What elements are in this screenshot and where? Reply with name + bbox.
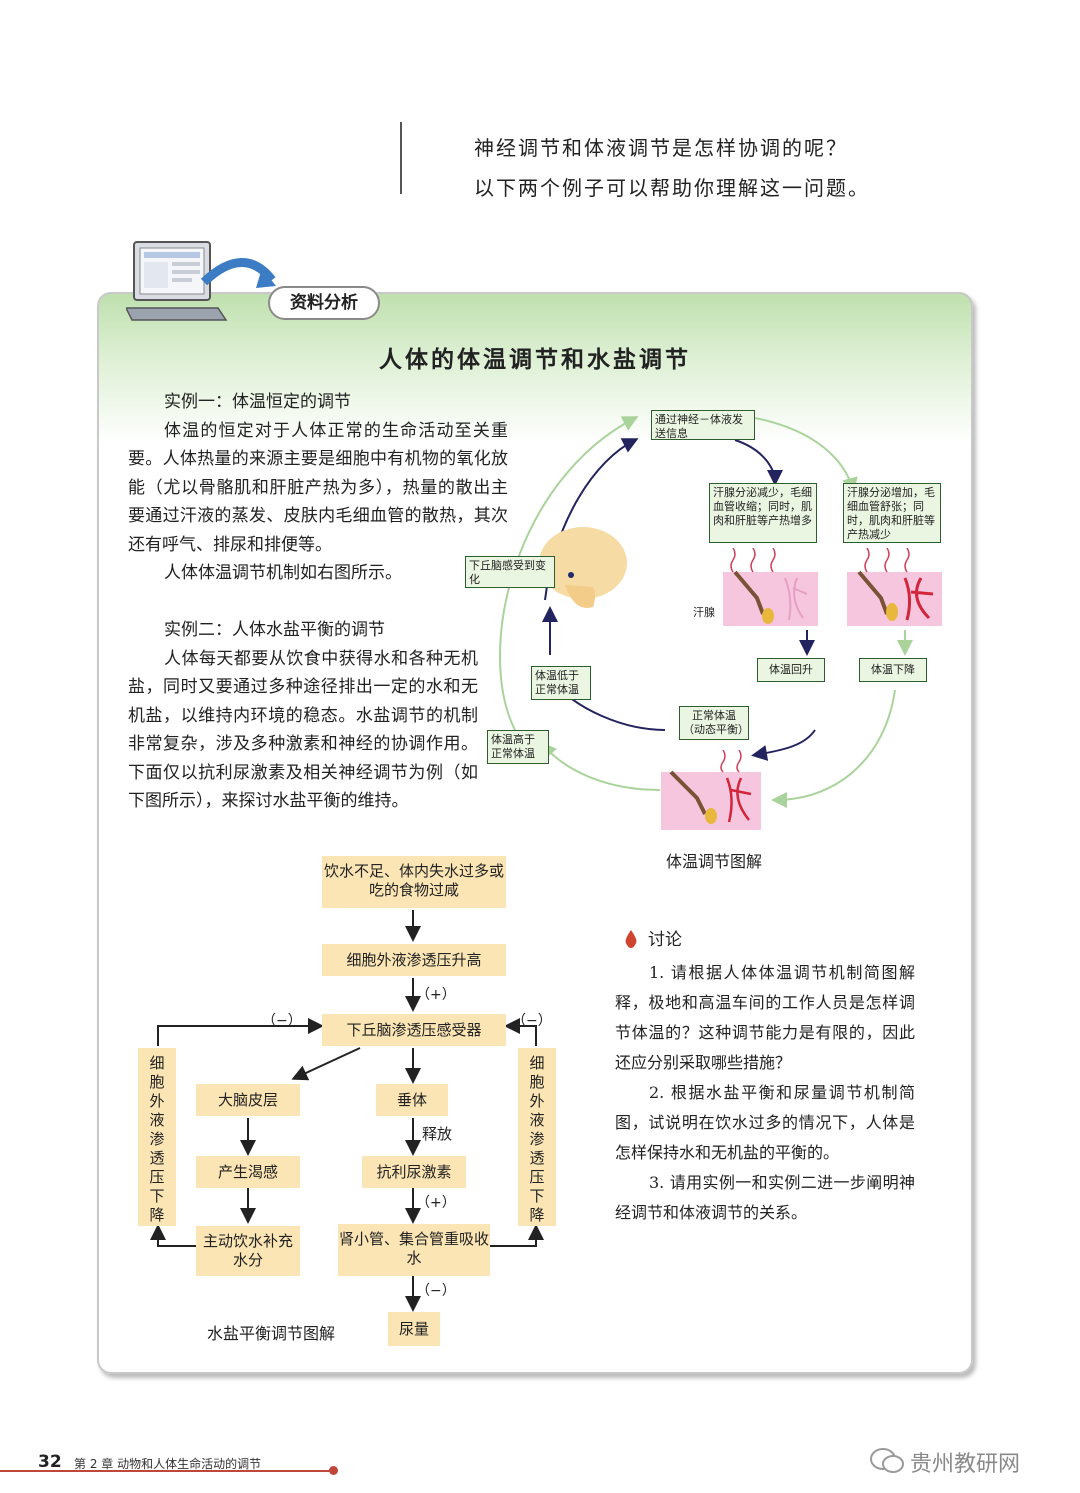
box-cerebral-cortex: 大脑皮层	[196, 1084, 300, 1116]
discussion-question-1: 1. 请根据人体体温调节机制简图解释，极地和高温车间的工作人员是怎样调节体温的？…	[615, 963, 915, 1072]
box-sweat-increase: 汗腺分泌增加，毛细血管舒张；同时，肌肉和肝脏等产热减少	[843, 483, 941, 543]
label-release: 释放	[422, 1125, 453, 1143]
intro-divider	[400, 122, 402, 194]
box-hypothalamus-receptor: 下丘脑渗透压感受器	[322, 1014, 506, 1046]
water-arrows	[150, 910, 544, 1312]
skin-section-icon	[847, 548, 942, 626]
label-sweat-gland: 汗腺	[693, 606, 715, 619]
box-osmotic-pressure-rise: 细胞外液渗透压升高	[322, 944, 506, 976]
box-temp-fall: 体温下降	[859, 658, 927, 682]
box-normal-temp: 正常体温（动态平衡）	[679, 706, 749, 740]
example2-block: 实例二：人体水盐平衡的调节 人体每天都要从饮食中获得水和各种无机盐，同时又要通过…	[128, 616, 478, 816]
box-osmotic-pressure-fall-right: 细胞外液渗透压下降	[518, 1048, 556, 1226]
watermark-text: 贵州教研网	[910, 1452, 1021, 1477]
box-water-loss-cause: 饮水不足、体内失水过多或吃的食物过咸	[322, 856, 506, 908]
intro-text: 神经调节和体液调节是怎样协调的呢？ 以下两个例子可以帮助你理解这一问题。	[474, 128, 870, 208]
box-thirst: 产生渴感	[196, 1156, 300, 1188]
box-kidney-reabsorption: 肾小管、集合管重吸收水	[338, 1224, 490, 1276]
wechat-icon	[870, 1448, 904, 1473]
footer-dot	[329, 1466, 338, 1475]
example1-reference: 人体体温调节机制如右图所示。	[164, 563, 402, 583]
box-active-drinking: 主动饮水补充水分	[196, 1226, 300, 1276]
sign-minus: （−）	[416, 1283, 456, 1299]
chapter-title: 第 2 章 动物和人体生命活动的调节	[74, 1457, 262, 1471]
thermo-caption: 体温调节图解	[666, 852, 763, 871]
water-balance-diagram: 饮水不足、体内失水过多或吃的食物过咸 细胞外液渗透压升高 下丘脑渗透压感受器 大…	[130, 850, 570, 1350]
skin-section-icon	[661, 750, 761, 830]
thermoregulation-diagram: 通过神经－体液发送信息 下丘脑感受到变化 汗腺分泌减少，毛细血管收缩；同时，肌肉…	[455, 400, 975, 870]
discussion-question-3: 3. 请用实例一和实例二进一步阐明神经调节和体液调节的关系。	[615, 1173, 915, 1222]
drop-icon	[625, 930, 637, 948]
main-title: 人体的体温调节和水盐调节	[379, 346, 691, 373]
box-nerve-humoral-signal: 通过神经－体液发送信息	[651, 410, 755, 440]
sign-plus: （+）	[416, 1195, 456, 1211]
box-pituitary: 垂体	[376, 1084, 448, 1116]
discussion-questions: 1. 请根据人体体温调节机制简图解释，极地和高温车间的工作人员是怎样调节体温的？…	[615, 958, 915, 1228]
sign-minus: （−）	[262, 1013, 302, 1029]
box-temp-below-normal: 体温低于正常体温	[531, 666, 591, 700]
intro-line-1: 神经调节和体液调节是怎样协调的呢？	[474, 136, 848, 160]
laptop-icon	[126, 241, 276, 321]
box-sweat-decrease: 汗腺分泌减少，毛细血管收缩；同时，肌肉和肝脏等产热增多	[709, 483, 817, 543]
box-antidiuretic-hormone: 抗利尿激素	[362, 1156, 466, 1188]
box-temp-rise: 体温回升	[757, 658, 825, 682]
brain-icon	[539, 527, 627, 609]
discussion-question-2: 2. 根据水盐平衡和尿量调节机制简图，试说明在饮水过多的情况下，人体是怎样保持水…	[615, 1083, 915, 1162]
box-temp-above-normal: 体温高于正常体温	[487, 730, 549, 764]
example2-text: 人体每天都要从饮食中获得水和各种无机盐，同时又要通过多种途径排出一定的水和无机盐…	[128, 648, 478, 812]
box-urine-volume: 尿量	[388, 1312, 440, 1346]
section-tab: 资料分析	[268, 286, 380, 320]
example1-text: 体温的恒定对于人体正常的生命活动至关重要。人体热量的来源主要是细胞中有机物的氧化…	[128, 420, 508, 555]
box-hypothalamus: 下丘脑感受到变化	[465, 556, 555, 588]
example1-block: 实例一：体温恒定的调节 体温的恒定对于人体正常的生命活动至关重要。人体热量的来源…	[128, 388, 508, 588]
page-number: 32	[38, 1452, 62, 1472]
skin-section-icon	[723, 548, 818, 626]
sign-plus: （+）	[416, 987, 456, 1003]
example1-heading: 实例一：体温恒定的调节	[164, 392, 351, 412]
sign-minus: （−）	[512, 1013, 552, 1029]
water-caption: 水盐平衡调节图解	[207, 1324, 336, 1343]
example2-heading: 实例二：人体水盐平衡的调节	[164, 620, 385, 640]
intro-line-2: 以下两个例子可以帮助你理解这一问题。	[474, 176, 870, 200]
box-osmotic-pressure-fall-left: 细胞外液渗透压下降	[138, 1048, 176, 1226]
footer-rule	[0, 1470, 332, 1472]
discussion-heading: 讨论	[648, 930, 682, 950]
